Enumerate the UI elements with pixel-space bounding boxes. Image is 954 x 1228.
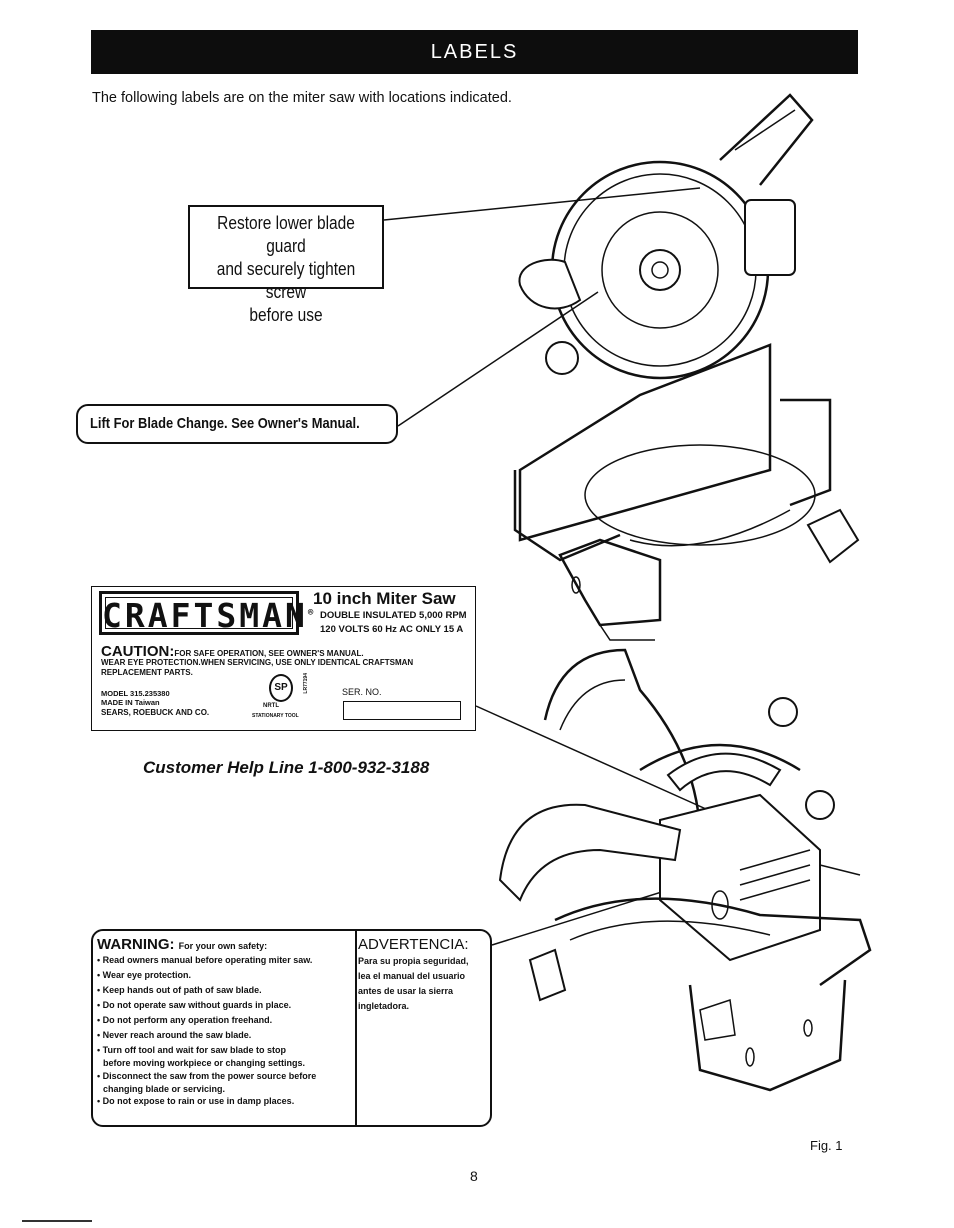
warning-item: changing blade or servicing. bbox=[103, 1084, 226, 1094]
warning-item: • Never reach around the saw blade. bbox=[97, 1030, 252, 1040]
advertencia-line: Para su propia seguridad, bbox=[358, 956, 469, 966]
guard-label-line-2: and securely tighten screw bbox=[216, 259, 356, 302]
lift-label-text: Lift For Blade Change. See Owner's Manua… bbox=[90, 415, 360, 432]
warning-english: WARNING: For your own safety: • Read own… bbox=[97, 936, 355, 1109]
warning-item: before moving workpiece or changing sett… bbox=[103, 1058, 306, 1068]
model-number: MODEL 315.235380 bbox=[101, 689, 170, 698]
warning-item: • Do not perform any operation freehand. bbox=[97, 1015, 273, 1025]
advertencia-title: ADVERTENCIA: bbox=[358, 936, 469, 953]
advertencia-line: lea el manual del usuario bbox=[358, 971, 466, 981]
warning-item: • Read owners manual before operating mi… bbox=[97, 955, 313, 965]
advertencia-spanish: ADVERTENCIA: Para su propia seguridad, l… bbox=[358, 936, 488, 1014]
caution-line-1: FOR SAFE OPERATION, SEE OWNER'S MANUAL. bbox=[174, 649, 364, 658]
caution-line-3: REPLACEMENT PARTS. bbox=[101, 668, 193, 677]
warning-label: WARNING: For your own safety: • Read own… bbox=[91, 929, 492, 1127]
manufacturer-name: SEARS, ROEBUCK AND CO. bbox=[101, 708, 210, 717]
guard-label-line-1: Restore lower blade guard bbox=[217, 213, 355, 256]
lower-saw-drawing bbox=[498, 648, 872, 1092]
registered-mark: ® bbox=[307, 608, 317, 618]
warning-item: • Do not operate saw without guards in p… bbox=[97, 1000, 292, 1010]
caution-line-2: WEAR EYE PROTECTION.WHEN SERVICING, USE … bbox=[101, 658, 414, 667]
certification-mark-icon: SP bbox=[269, 674, 293, 702]
warning-item: • Keep hands out of path of saw blade. bbox=[97, 985, 262, 995]
craftsman-nameplate: CRAFTSMAN® 10 inch Miter Saw DOUBLE INSU… bbox=[91, 586, 476, 731]
stationary-tool-text: STATIONARY TOOL bbox=[252, 713, 299, 719]
country-of-origin: MADE IN Taiwan bbox=[101, 698, 160, 707]
advertencia-line: ingletadora. bbox=[358, 1001, 410, 1011]
section-header: LABELS bbox=[91, 30, 858, 74]
lr-number: LR77194 bbox=[303, 673, 309, 694]
spec-insulation-rpm: DOUBLE INSULATED 5,000 RPM bbox=[320, 610, 467, 621]
intro-text: The following labels are on the miter sa… bbox=[92, 90, 512, 106]
guard-warning-label: Restore lower blade guard and securely t… bbox=[188, 205, 384, 325]
leader-line-lift bbox=[397, 291, 599, 427]
warning-word: WARNING: bbox=[97, 936, 175, 953]
warning-title: WARNING: For your own safety: bbox=[97, 936, 355, 953]
upper-saw-drawing bbox=[513, 93, 860, 641]
advertencia-line: antes de usar la sierra bbox=[358, 986, 454, 996]
craftsman-logo: CRAFTSMAN® bbox=[99, 591, 313, 635]
figure-label: Fig. 1 bbox=[810, 1138, 843, 1153]
warning-divider bbox=[355, 931, 357, 1127]
leader-line-craftsman bbox=[475, 705, 736, 823]
warning-item: • Wear eye protection. bbox=[97, 970, 192, 980]
page-number: 8 bbox=[470, 1168, 478, 1184]
caution-word: CAUTION: bbox=[101, 643, 175, 660]
customer-help-line: Customer Help Line 1-800-932-3188 bbox=[143, 758, 430, 777]
guard-label-line-3: before use bbox=[249, 305, 323, 325]
product-name: 10 inch Miter Saw bbox=[313, 589, 456, 608]
warning-item: • Disconnect the saw from the power sour… bbox=[97, 1071, 317, 1081]
scan-edge-mark bbox=[22, 1220, 92, 1222]
leader-line-guard bbox=[383, 187, 701, 221]
warning-item: • Turn off tool and wait for saw blade t… bbox=[97, 1045, 286, 1055]
serial-number-box bbox=[343, 701, 461, 720]
warning-subtitle: For your own safety: bbox=[178, 941, 268, 951]
serial-number-label: SER. NO. bbox=[342, 687, 382, 697]
spec-electrical: 120 VOLTS 60 Hz AC ONLY 15 A bbox=[320, 624, 464, 635]
nrtl-text: NRTL bbox=[263, 703, 279, 709]
lift-blade-change-label: Lift For Blade Change. See Owner's Manua… bbox=[76, 404, 398, 444]
warning-item: • Do not expose to rain or use in damp p… bbox=[97, 1096, 295, 1106]
caution-heading: CAUTION:FOR SAFE OPERATION, SEE OWNER'S … bbox=[101, 643, 364, 660]
